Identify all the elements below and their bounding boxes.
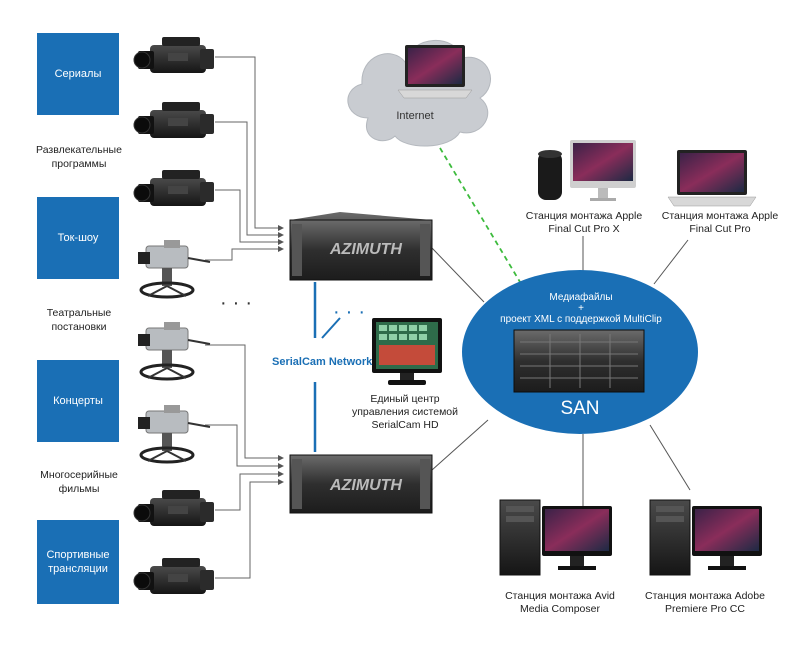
storage-array-icon — [513, 329, 645, 393]
workstation-icon-premiere — [649, 499, 762, 576]
serialcam-network-label: SerialCam Network — [272, 356, 373, 368]
category-talk-show[interactable]: Ток-шоу — [37, 197, 119, 279]
server-icon-1: AZIMUTH — [289, 212, 433, 281]
camcorder-icon — [133, 37, 214, 73]
station-label-fcpx: Станция монтажа Apple Final Cut Pro X — [525, 210, 643, 235]
studio-camera-icon — [138, 405, 211, 464]
category-series-films: Многосерийные фильмы — [40, 469, 118, 495]
san-title: SAN — [560, 398, 600, 419]
camcorder-icon — [133, 490, 214, 526]
svg-text:AZIMUTH: AZIMUTH — [329, 477, 402, 494]
category-serials[interactable]: Сериалы — [37, 33, 119, 115]
camera-wires-group-1 — [205, 56, 284, 261]
station-label-premiere: Станция монтажа Adobe Premiere Pro CC — [645, 590, 765, 615]
studio-camera-icon — [138, 240, 211, 299]
san-caption-line2: + — [578, 303, 584, 314]
category-theatre: Театральные постановки — [46, 307, 112, 333]
camera-wires-group-2 — [205, 344, 284, 579]
mac-pro-icon — [538, 150, 562, 200]
internet-label: Internet — [396, 110, 434, 122]
san-caption-line3: проект XML с поддержкой MultiClip — [500, 314, 662, 325]
camcorder-icon — [133, 558, 214, 594]
category-sports[interactable]: Спортивные трансляции — [37, 520, 119, 604]
station-label-fcp: Станция монтажа Apple Final Cut Pro — [661, 210, 779, 235]
category-entertainment: Развлекательные программы — [36, 144, 122, 170]
server-icon-2: AZIMUTH — [289, 454, 433, 514]
studio-camera-icon — [138, 322, 211, 381]
monitor-icon-control-center — [372, 318, 442, 385]
monitor-icon-fcpx — [570, 140, 636, 201]
station-label-avid: Станция монтажа Avid Media Composer — [505, 590, 615, 615]
more-network-ellipsis: ··· — [333, 301, 371, 323]
control-center-label: Единый центр управления системой SerialC… — [351, 393, 458, 431]
camcorder-icon — [133, 170, 214, 206]
category-concerts[interactable]: Концерты — [37, 360, 119, 442]
laptop-icon-cloud — [397, 45, 473, 99]
more-cameras-ellipsis: ··· — [220, 292, 258, 314]
laptop-icon-fcp — [667, 150, 757, 207]
workstation-icon-avid — [499, 499, 612, 576]
camcorder-icon — [133, 102, 214, 138]
svg-text:AZIMUTH: AZIMUTH — [329, 241, 402, 258]
san-caption-line1: Медиафайлы — [549, 292, 613, 303]
